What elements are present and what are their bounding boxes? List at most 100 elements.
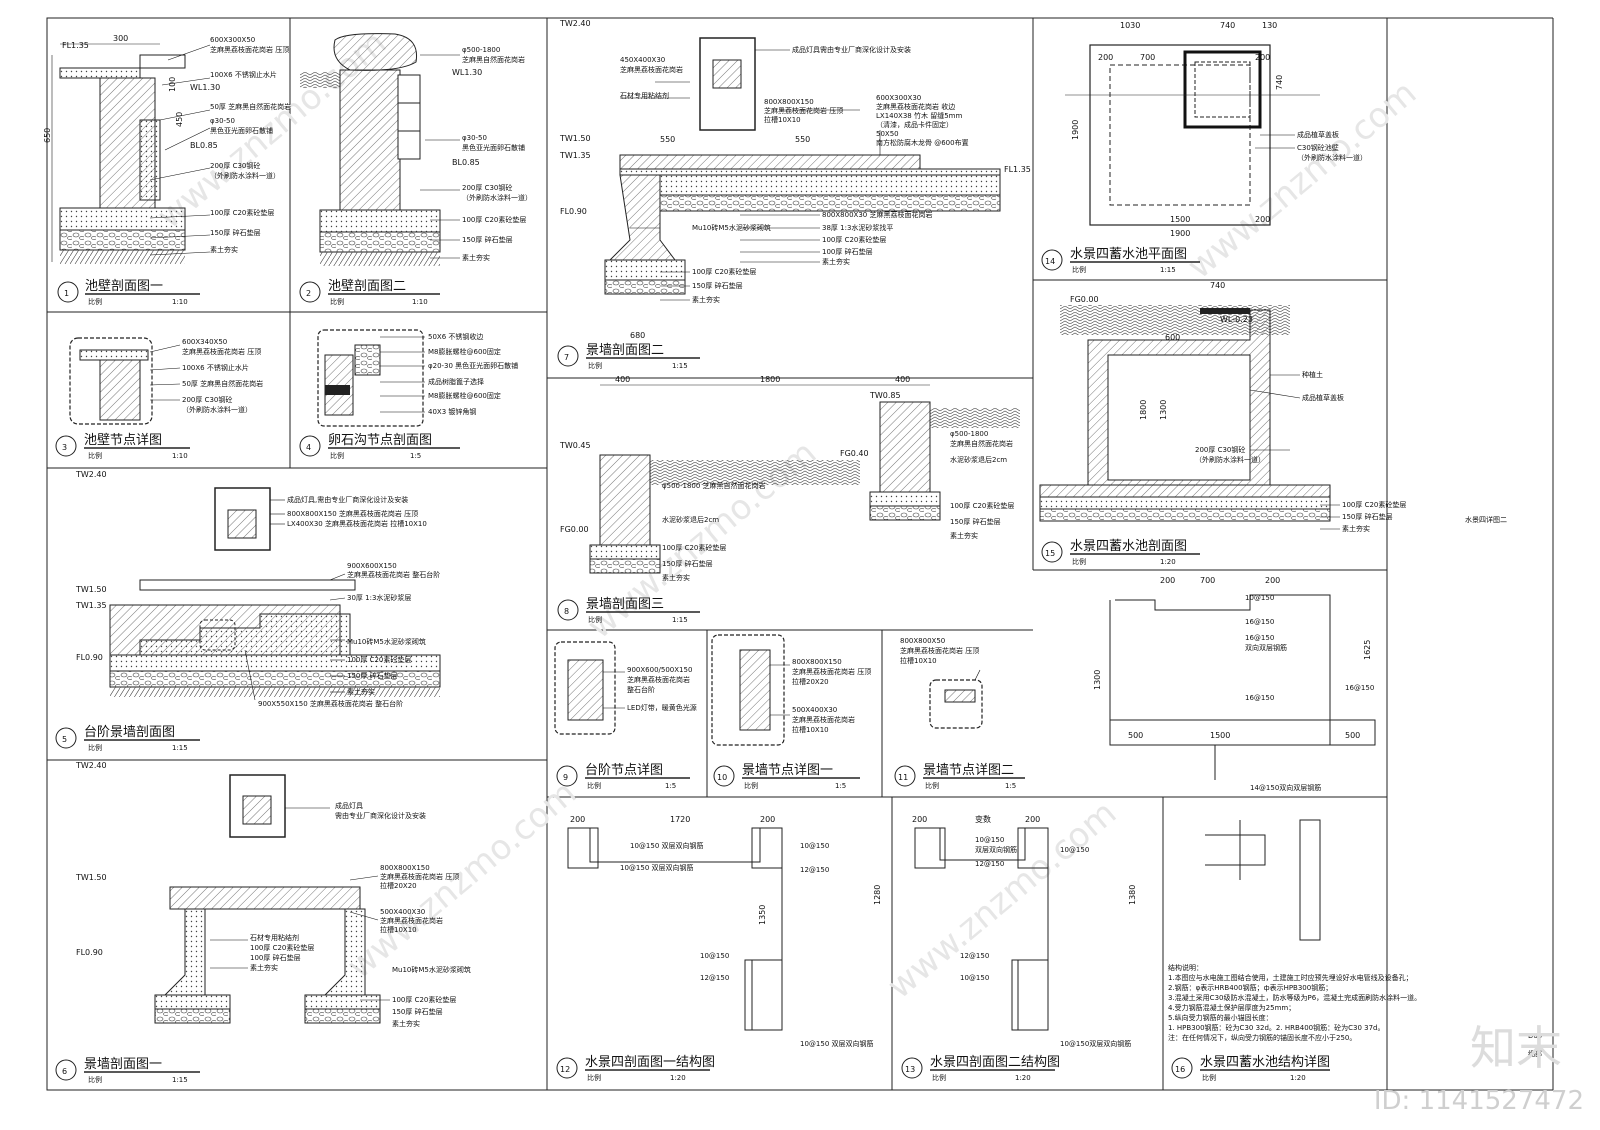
- svg-text:1:10: 1:10: [172, 298, 188, 306]
- svg-text:南方松防腐木龙骨 @600布置: 南方松防腐木龙骨 @600布置: [876, 138, 969, 147]
- svg-text:FL1.35: FL1.35: [62, 41, 89, 50]
- panel-15-title: 15 水景四蓄水池剖面图 比例 1:20: [1041, 539, 1200, 566]
- svg-text:1:20: 1:20: [670, 1074, 686, 1082]
- panel-9-notes: 900X600/500X150 芝麻黑荔枝面花岗岩 整石台阶 LED灯带，暖黄色…: [627, 666, 697, 712]
- svg-text:TW2.40: TW2.40: [75, 470, 107, 479]
- svg-text:400: 400: [895, 375, 910, 384]
- svg-text:TW1.50: TW1.50: [75, 585, 107, 594]
- svg-text:450X400X30: 450X400X30: [620, 56, 665, 64]
- svg-text:100厚 C20素砼垫层: 100厚 C20素砼垫层: [950, 501, 1014, 510]
- svg-text:200: 200: [760, 815, 775, 824]
- svg-text:5.纵向受力钢筋的最小锚固长度：: 5.纵向受力钢筋的最小锚固长度：: [1168, 1013, 1273, 1022]
- svg-text:800X800X150 芝麻黑荔枝面花岗岩 压顶: 800X800X150 芝麻黑荔枝面花岗岩 压顶: [287, 509, 418, 518]
- svg-text:FG0.00: FG0.00: [560, 525, 589, 534]
- svg-text:比例: 比例: [88, 451, 102, 460]
- svg-text:芝麻黑荔枝面花岗岩 压顶: 芝麻黑荔枝面花岗岩 压顶: [380, 872, 459, 881]
- svg-text:12: 12: [560, 1065, 570, 1074]
- panel-7-notes: 450X400X30 芝麻黑荔枝面花岗岩 石材专用粘结剂 成品灯具需由专业厂商深…: [559, 19, 1031, 340]
- svg-text:16@150: 16@150: [1245, 694, 1274, 702]
- svg-text:TW2.40: TW2.40: [75, 761, 107, 770]
- svg-text:成品植草盖板: 成品植草盖板: [1302, 393, 1344, 402]
- panel-5-drawing: [109, 487, 441, 701]
- svg-text:种植土: 种植土: [1302, 370, 1323, 379]
- svg-text:φ500-1800 芝麻黑自然面花岗岩: φ500-1800 芝麻黑自然面花岗岩: [662, 481, 766, 490]
- panel-6-notes: 成品灯具 需由专业厂商深化设计及安装 800X800X150 芝麻黑荔枝面花岗岩…: [75, 761, 471, 1028]
- panel-14-title: 14 水景四蓄水池平面图 比例 1:15: [1041, 247, 1200, 274]
- svg-text:10@150: 10@150: [1245, 594, 1274, 602]
- svg-text:www.znzmo.com: www.znzmo.com: [1180, 73, 1424, 287]
- panel-6-drawing: [154, 774, 390, 1024]
- svg-text:700: 700: [1200, 576, 1215, 585]
- svg-text:M8膨胀螺栓@600固定: M8膨胀螺栓@600固定: [428, 391, 501, 400]
- panel-6-title: 6 景墙剖面图一 比例 1:15: [55, 1057, 200, 1084]
- svg-text:1:15: 1:15: [672, 616, 688, 624]
- svg-text:800X800X150: 800X800X150: [380, 864, 430, 872]
- svg-text:1900: 1900: [1170, 229, 1190, 238]
- svg-text:12@150: 12@150: [700, 974, 729, 982]
- svg-text:FL0.90: FL0.90: [76, 948, 103, 957]
- panel-8-notes: φ500-1800 芝麻黑自然面花岗岩 水泥砂浆退后2cm 100厚 C20素砼…: [559, 375, 1014, 582]
- svg-text:景墙剖面图三: 景墙剖面图三: [586, 597, 664, 612]
- svg-text:100厚 C20素砼垫层: 100厚 C20素砼垫层: [692, 267, 756, 276]
- svg-text:2.钢筋：φ表示HRB400钢筋；ф表示HPB300钢筋；: 2.钢筋：φ表示HRB400钢筋；ф表示HPB300钢筋；: [1168, 983, 1332, 992]
- svg-text:φ20-30 黑色亚光面卵石散铺: φ20-30 黑色亚光面卵石散铺: [428, 361, 518, 370]
- panel-1-drawing: [59, 44, 211, 264]
- svg-text:300: 300: [113, 34, 128, 43]
- svg-text:拉槽10X10: 拉槽10X10: [900, 656, 937, 665]
- svg-text:1500: 1500: [1170, 215, 1190, 224]
- svg-text:10@150: 10@150: [800, 842, 829, 850]
- svg-text:150厚 碎石垫层: 150厚 碎石垫层: [462, 235, 513, 244]
- svg-text:1300: 1300: [1093, 670, 1102, 690]
- svg-text:Mu10砖M5水泥砂浆砌筑: Mu10砖M5水泥砂浆砌筑: [392, 965, 471, 974]
- svg-text:芝麻黑荔枝面花岗岩: 芝麻黑荔枝面花岗岩: [627, 675, 690, 684]
- svg-text:φ30-50: φ30-50: [462, 134, 487, 142]
- svg-text:13: 13: [905, 1065, 915, 1074]
- svg-text:600: 600: [1165, 333, 1180, 342]
- svg-text:C30钢砼池壁: C30钢砼池壁: [1297, 143, 1339, 152]
- svg-text:12@150: 12@150: [975, 860, 1004, 868]
- svg-text:www.znzmo.com: www.znzmo.com: [340, 773, 584, 987]
- svg-text:素土夯实: 素土夯实: [462, 253, 490, 262]
- svg-text:200: 200: [1160, 576, 1175, 585]
- svg-text:FL1.35: FL1.35: [1004, 165, 1031, 174]
- panel-4-title: 4 卵石沟节点剖面图 比例 1:5: [299, 433, 460, 460]
- svg-text:1280: 1280: [873, 885, 882, 905]
- svg-text:池壁节点详图: 池壁节点详图: [84, 433, 162, 448]
- sheet-side-label: 水景四详图二: [1465, 515, 1507, 524]
- svg-text:TW1.50: TW1.50: [559, 134, 591, 143]
- svg-text:（外刷防水涂料一道）: （外刷防水涂料一道）: [462, 193, 532, 202]
- svg-text:（外刷防水涂料一道）: （外刷防水涂料一道）: [210, 171, 280, 180]
- svg-text:注：在任何情况下，纵向受力钢筋的锚固长度不应小于250。: 注：在任何情况下，纵向受力钢筋的锚固长度不应小于250。: [1168, 1033, 1356, 1042]
- svg-text:1: 1: [64, 289, 69, 298]
- svg-text:16: 16: [1175, 1065, 1185, 1074]
- svg-text:200: 200: [570, 815, 585, 824]
- svg-text:500: 500: [1128, 731, 1143, 740]
- panel-5-notes: 成品灯具,需由专业厂商深化设计及安装 800X800X150 芝麻黑荔枝面花岗岩…: [75, 470, 440, 708]
- svg-text:双层双向钢筋: 双层双向钢筋: [975, 845, 1017, 854]
- svg-text:φ30-50: φ30-50: [210, 117, 235, 125]
- svg-text:景墙剖面图一: 景墙剖面图一: [84, 1057, 162, 1072]
- svg-text:www.znzmo.com: www.znzmo.com: [880, 793, 1124, 1007]
- svg-text:100厚 C20素砼垫层: 100厚 C20素砼垫层: [250, 943, 314, 952]
- svg-text:200: 200: [1255, 215, 1270, 224]
- svg-text:500X400X30: 500X400X30: [792, 706, 837, 714]
- svg-text:150厚 碎石垫层: 150厚 碎石垫层: [950, 517, 1001, 526]
- svg-text:芝麻黑荔枝面花岗岩 压顶: 芝麻黑荔枝面花岗岩 压顶: [764, 106, 843, 115]
- svg-text:500: 500: [1345, 731, 1360, 740]
- svg-text:900X600X150: 900X600X150: [347, 562, 397, 570]
- panel-5-title: 5 台阶景墙剖面图 比例 1:15: [55, 725, 200, 752]
- svg-text:WL1.30: WL1.30: [190, 83, 220, 92]
- svg-text:1.本图应与水电施工图结合使用，土建施工时应预先埋设好水电管: 1.本图应与水电施工图结合使用，土建施工时应预先埋设好水电管线及设备孔；: [1168, 973, 1413, 982]
- svg-text:BL0.85: BL0.85: [190, 141, 218, 150]
- panel-2-drawing: [300, 33, 460, 266]
- svg-text:8: 8: [564, 607, 569, 616]
- svg-text:水景四蓄水池平面图: 水景四蓄水池平面图: [1070, 247, 1187, 262]
- svg-text:1380: 1380: [1128, 885, 1137, 905]
- panel-16-title: 16 水景四蓄水池结构详图 比例 1:20: [1171, 1055, 1330, 1082]
- svg-text:TW1.50: TW1.50: [75, 873, 107, 882]
- svg-text:TW1.35: TW1.35: [559, 151, 591, 160]
- panel-1-dims: 300 650 100 450 FL1.35 WL1.30 BL0.85: [43, 34, 220, 262]
- brand-id: ID: 1141527472: [1373, 1086, 1584, 1116]
- svg-text:200: 200: [1265, 576, 1280, 585]
